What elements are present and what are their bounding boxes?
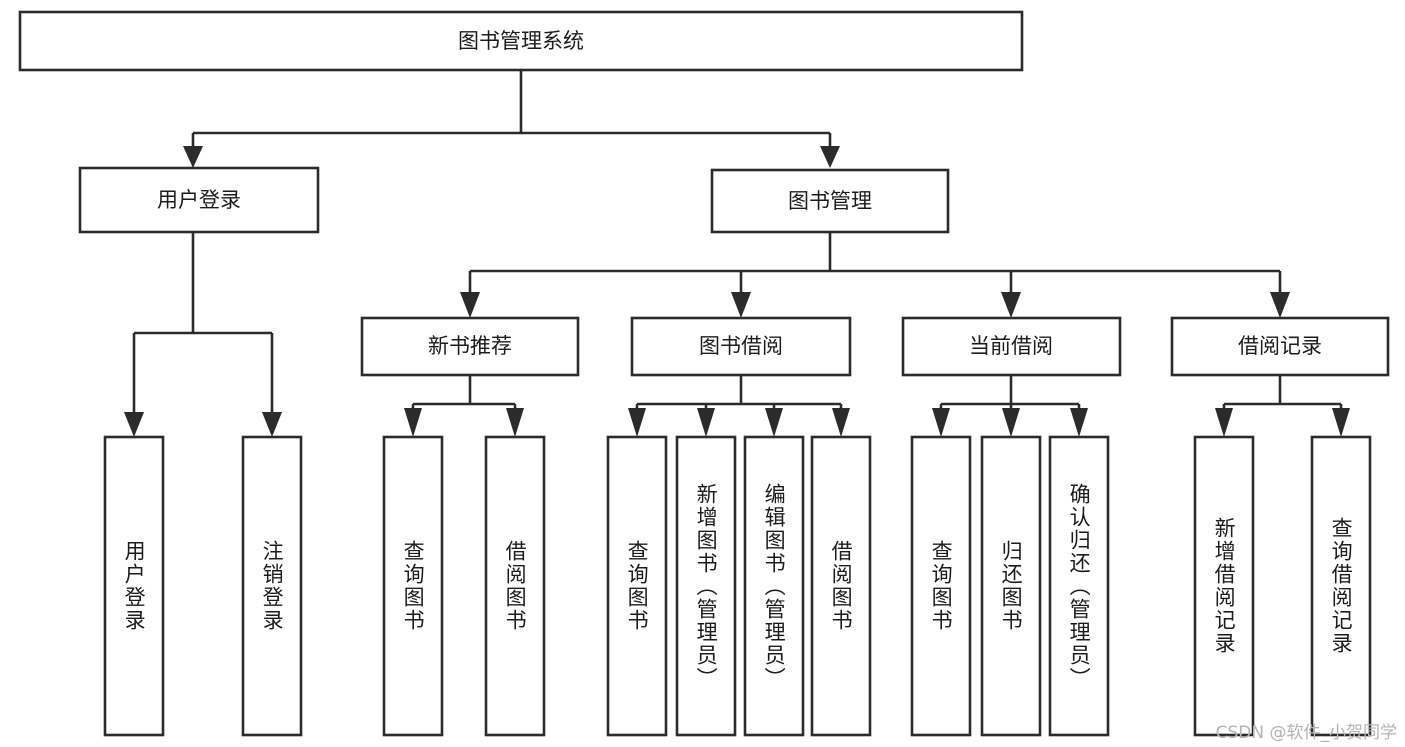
- node-root[interactable]: [18, 10, 1024, 72]
- node-leaf-add-record[interactable]: [1193, 435, 1255, 737]
- arrow-leaf-user-login: [124, 412, 144, 437]
- node-user-login-label: 用户登录: [157, 188, 241, 212]
- node-borrow-record[interactable]: [1170, 316, 1390, 377]
- node-leaf-query-book-2[interactable]: [606, 435, 668, 737]
- node-leaf-query-record[interactable]: [1310, 435, 1372, 737]
- node-leaf-borrow-book-2[interactable]: [810, 435, 872, 737]
- arrow-leaf-query-book-1: [404, 408, 422, 437]
- node-book-borrow-label: 图书借阅: [699, 334, 783, 358]
- arrow-leaf-query-book-3: [932, 408, 950, 437]
- csdn-watermark: CSDN @软件_小贺同学: [1215, 723, 1397, 743]
- node-new-book-recommend-label: 新书推荐: [428, 334, 512, 358]
- node-leaf-user-login[interactable]: [103, 435, 165, 737]
- arrow-newbook: [460, 292, 480, 318]
- node-user-login[interactable]: [78, 166, 320, 234]
- arrow-bookborrow: [731, 292, 751, 318]
- node-leaf-edit-book[interactable]: [743, 435, 805, 737]
- arrow-leaf-edit-book: [765, 408, 783, 437]
- arrow-leaf-borrow-book-1: [506, 408, 524, 437]
- node-leaf-confirm-return[interactable]: [1048, 435, 1110, 737]
- node-new-book-recommend[interactable]: [360, 316, 580, 377]
- node-book-borrow[interactable]: [630, 316, 852, 377]
- node-current-borrow-label: 当前借阅: [969, 334, 1053, 358]
- arrow-leaf-confirm-return: [1070, 408, 1088, 437]
- node-leaf-logout-login[interactable]: [241, 435, 303, 737]
- node-current-borrow[interactable]: [901, 316, 1122, 377]
- arrow-user-login: [183, 146, 203, 168]
- node-layer: 图书管理系统 用户登录 图书管理 新书推荐 图书借阅 当前借阅 借阅记录: [18, 10, 1390, 737]
- node-leaf-return-book[interactable]: [980, 435, 1042, 737]
- arrow-book-management: [820, 146, 840, 168]
- arrow-currentborrow: [1001, 292, 1021, 318]
- arrow-leaf-add-book: [697, 408, 715, 437]
- connector-layer: [124, 70, 1350, 437]
- arrow-leaf-borrow-book-2: [832, 408, 850, 437]
- arrow-leaf-logout-login: [262, 412, 282, 437]
- arrow-leaf-return-book: [1002, 408, 1020, 437]
- arrow-borrowrecord: [1270, 292, 1290, 318]
- arrow-leaf-query-record: [1332, 408, 1350, 437]
- node-leaf-query-book-1[interactable]: [382, 435, 444, 737]
- node-leaf-borrow-book-1[interactable]: [484, 435, 546, 737]
- arrow-leaf-add-record: [1215, 408, 1233, 437]
- node-borrow-record-label: 借阅记录: [1238, 334, 1322, 358]
- node-root-label: 图书管理系统: [458, 29, 584, 53]
- arrow-leaf-query-book-2: [628, 408, 646, 437]
- node-book-management[interactable]: [710, 168, 950, 234]
- node-leaf-add-book[interactable]: [675, 435, 737, 737]
- node-book-management-label: 图书管理: [788, 189, 872, 213]
- node-leaf-query-book-3[interactable]: [910, 435, 972, 737]
